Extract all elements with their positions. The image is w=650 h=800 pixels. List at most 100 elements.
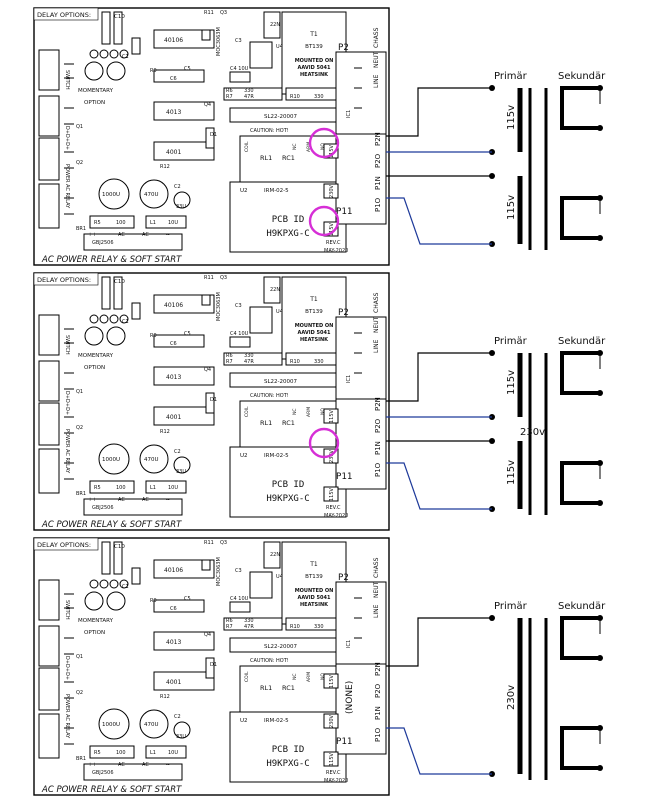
- r22n-label: 22N: [270, 22, 280, 28]
- sel-115-label: 115V: [329, 409, 335, 423]
- r12-label: R12: [160, 694, 170, 700]
- option-label: OPTION: [84, 365, 105, 371]
- ddd-label: D+D+D+: [64, 126, 70, 150]
- conn-chass-label: CHASS: [373, 557, 380, 578]
- c1-label: C1: [122, 319, 129, 325]
- irm-label: IRM-02-5: [264, 718, 289, 724]
- caution-label: CAUTION: HOT!: [250, 658, 289, 664]
- r5-label: R5: [94, 750, 101, 756]
- selector-highlight-circle: [308, 427, 340, 459]
- c1-label: C1: [122, 584, 129, 590]
- gbj-minus: --: [166, 497, 170, 503]
- br1-label: BR1: [76, 756, 86, 762]
- r6-label: R6: [226, 88, 233, 94]
- p2-label: P2: [338, 308, 349, 318]
- c6-label: C6: [170, 76, 177, 82]
- c470u-label: 470U: [144, 192, 159, 198]
- primary-label: Primär: [494, 601, 528, 612]
- c10-label: C10: [114, 544, 125, 550]
- no-label: NO: [320, 408, 326, 415]
- gbj-plus: ++: [88, 232, 96, 238]
- gbj-label: GBJ2506: [92, 505, 114, 511]
- coil-label: COIL: [244, 141, 250, 152]
- sel-230-label: 230V: [329, 184, 335, 198]
- r10-value: 330: [314, 359, 324, 365]
- primary-label: Primär: [494, 336, 528, 347]
- chip-4001-label: 4001: [166, 679, 181, 686]
- r5-label: R5: [94, 220, 101, 226]
- power-label: POWER AC RELAY: [64, 694, 70, 739]
- option-label: OPTION: [84, 100, 105, 106]
- switch-label: SWITCH: [64, 335, 70, 355]
- c1-label: C1: [122, 54, 129, 60]
- q4-label: Q4: [204, 632, 211, 638]
- pin-p2o-label: P2O: [374, 153, 382, 168]
- gbj-minus: --: [166, 762, 170, 768]
- pin-p2o-label: P2O: [374, 418, 382, 433]
- br1-label: BR1: [76, 226, 86, 232]
- pcb-code-label: H9KPXG-C: [266, 494, 309, 504]
- c3-label: C3: [235, 38, 242, 44]
- pin-p1o-label: P1O: [374, 462, 382, 477]
- gbj-ac1: AC: [118, 762, 125, 768]
- c470u-label: 470U: [144, 722, 159, 728]
- pin-p2n-label: P2N: [374, 397, 382, 411]
- q2-label: Q2: [76, 690, 83, 696]
- r7-value: 47R: [244, 624, 254, 630]
- rl1-label: RL1: [260, 684, 272, 692]
- d1-label: D1: [210, 397, 217, 403]
- gbj-ac2: AC: [142, 762, 149, 768]
- u4-label: U4: [276, 574, 283, 580]
- aavid-label: AAVID 5041: [298, 595, 331, 601]
- t1-label: T1: [309, 31, 318, 38]
- q2-label: Q2: [76, 160, 83, 166]
- ddd-label: D+D+D+: [64, 391, 70, 415]
- c10-label: C10: [114, 279, 125, 285]
- arm-label: ARM: [306, 407, 312, 417]
- r5-label: R5: [94, 485, 101, 491]
- may-label: MAY-2020: [324, 778, 348, 784]
- may-label: MAY-2020: [324, 248, 348, 254]
- pin-p1n-label: P1N: [374, 441, 382, 455]
- chip-40106-label: 40106: [164, 302, 183, 309]
- series-label: 230v: [520, 427, 545, 438]
- c1000u-label: 1000U: [102, 192, 120, 198]
- r5-value: 100: [116, 485, 126, 491]
- delay-options-label: DELAY OPTIONS:: [37, 11, 91, 19]
- c1000u-label: 1000U: [102, 457, 120, 463]
- conn-line-label: LINE: [373, 339, 380, 353]
- gbj-label: GBJ2506: [92, 240, 114, 246]
- r6-label: R6: [226, 353, 233, 359]
- r12-label: R12: [160, 429, 170, 435]
- conn-neut-label: NEUT: [373, 316, 380, 333]
- pin-p1n-label: P1N: [374, 706, 382, 720]
- r6-value: 330: [244, 88, 254, 94]
- irm-label: IRM-02-5: [264, 453, 289, 459]
- heatsink-label: HEATSINK: [300, 72, 329, 78]
- chip-40106-label: 40106: [164, 567, 183, 574]
- nc-label: NC: [292, 143, 298, 150]
- gbj-plus: ++: [88, 497, 96, 503]
- primary-winding-label: 115v: [506, 460, 517, 485]
- delay-options-label: DELAY OPTIONS:: [37, 541, 91, 549]
- t1-label: T1: [309, 561, 318, 568]
- r10-label: R10: [290, 94, 300, 100]
- p2-label: P2: [338, 43, 349, 53]
- arm-label: ARM: [306, 672, 312, 682]
- pcb-id-label: PCB ID: [272, 215, 305, 225]
- r7-value: 47R: [244, 359, 254, 365]
- p11-label: P11: [336, 737, 352, 747]
- c5-label: C5: [184, 331, 191, 337]
- chip-4013-label: 4013: [166, 109, 181, 116]
- br1-label: BR1: [76, 491, 86, 497]
- r7-label: R7: [226, 94, 233, 100]
- rc1-label: RC1: [282, 419, 295, 427]
- coil-label: COIL: [244, 406, 250, 417]
- footer-label: AC POWER RELAY & SOFT START: [41, 520, 182, 530]
- primary-winding-label: 230v: [506, 685, 517, 710]
- c10-label: C10: [114, 14, 125, 20]
- gbj-minus: --: [166, 232, 170, 238]
